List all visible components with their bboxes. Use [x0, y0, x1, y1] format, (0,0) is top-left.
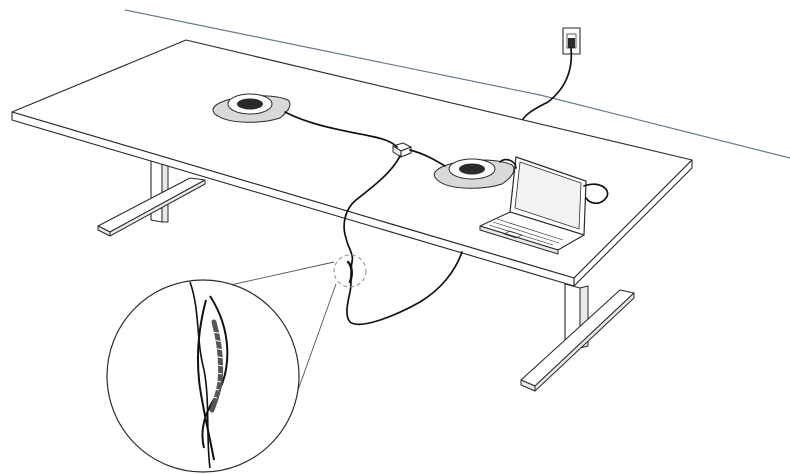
- cable-laptop-side: [583, 183, 609, 205]
- table-top: [11, 39, 693, 287]
- laptop-icon: [479, 156, 587, 255]
- power-cable: [519, 47, 573, 125]
- zoomed-cable-tie-detail: [189, 281, 229, 469]
- table-leg-right: [520, 283, 635, 392]
- magnifier-callout-icon: [106, 261, 337, 473]
- cable-speaker1-to-hub: [284, 111, 398, 148]
- cable-loop-under-table: [346, 251, 463, 326]
- wall-edge: [124, 9, 790, 159]
- usb-hub-icon: [392, 142, 412, 158]
- cable-speaker2-to-laptop: [499, 158, 517, 169]
- cable-hub-to-speaker2: [409, 149, 446, 167]
- speakerphone-icon: [212, 93, 291, 123]
- speakerphone-icon: [433, 158, 515, 189]
- cable-tie-detail-marker: [333, 254, 367, 288]
- table-leg-left: [97, 154, 206, 237]
- cable-hub-down: [343, 155, 401, 263]
